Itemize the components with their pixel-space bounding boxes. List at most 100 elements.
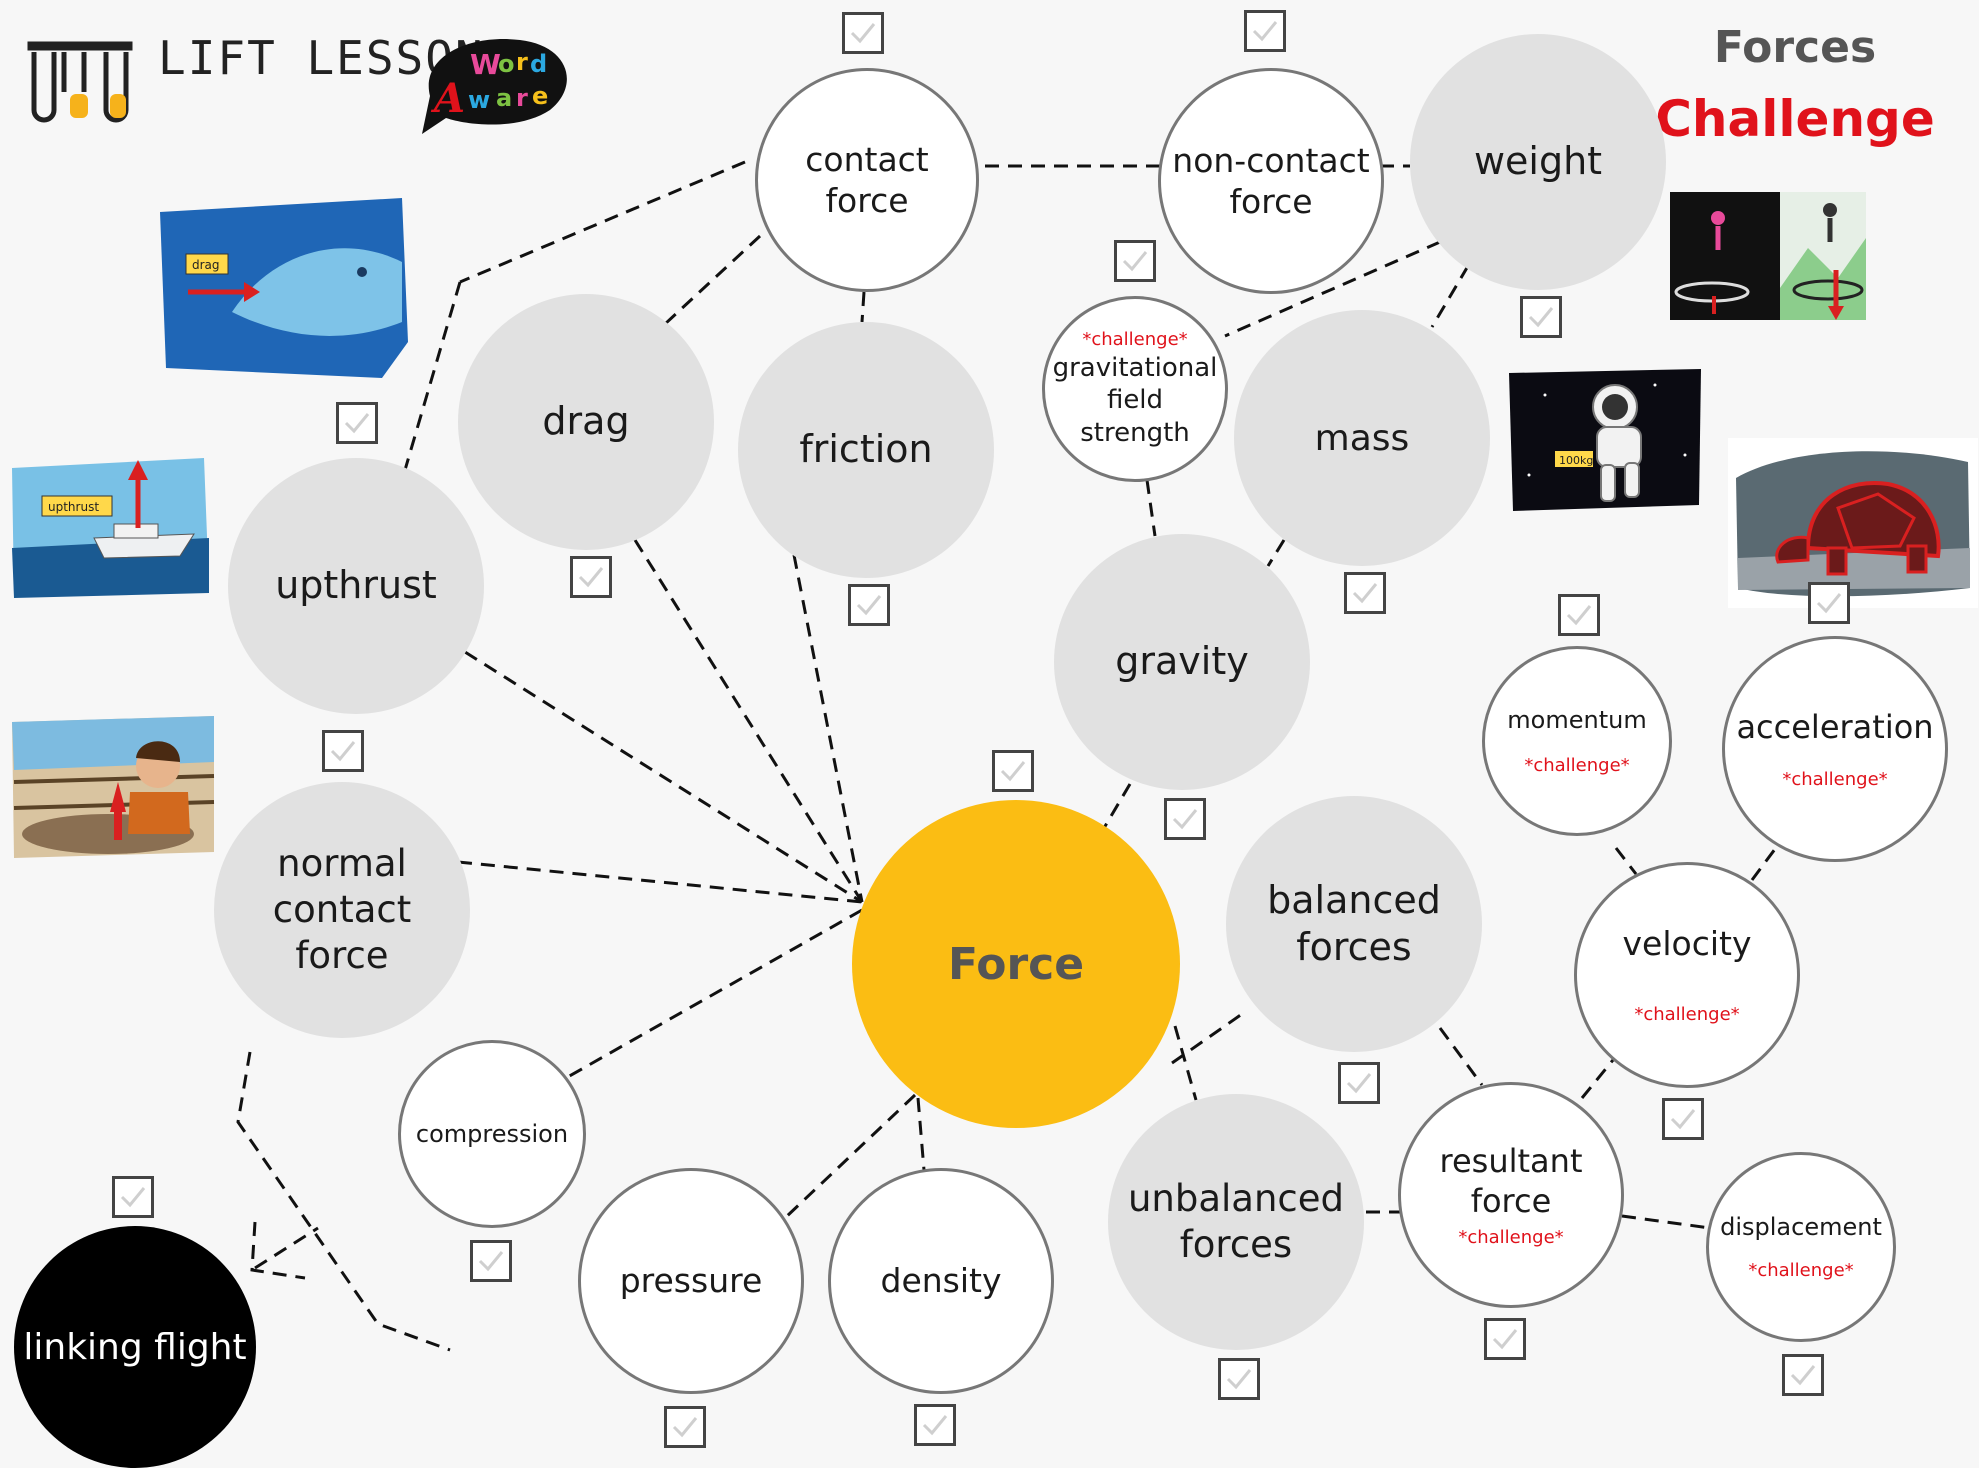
check-icon	[1492, 1329, 1518, 1350]
checkbox-upthrust[interactable]	[336, 402, 378, 444]
checkbox-non-contact-force[interactable]	[1244, 10, 1286, 52]
challenge-tag: *challenge*	[1748, 1259, 1854, 1281]
check-icon	[1226, 1369, 1252, 1390]
node-label: upthrust	[275, 563, 437, 608]
node-label: gravitational field strength	[1052, 352, 1218, 448]
node-acceleration[interactable]: acceleration *challenge*	[1722, 636, 1948, 862]
check-icon	[1252, 21, 1278, 42]
edge	[792, 554, 864, 903]
node-contact-force[interactable]: contact force	[755, 68, 979, 292]
node-label: compression	[415, 1120, 569, 1148]
node-balanced-forces[interactable]: balanced forces	[1226, 796, 1482, 1052]
checkbox-linking-flight[interactable]	[112, 1176, 154, 1218]
node-weight[interactable]: weight	[1410, 34, 1666, 290]
edge	[457, 860, 863, 904]
checkbox-drag[interactable]	[570, 556, 612, 598]
checkbox-balanced-forces[interactable]	[1338, 1062, 1380, 1104]
node-friction[interactable]: friction	[738, 322, 994, 578]
edge	[1438, 1027, 1484, 1086]
edge	[916, 1097, 926, 1171]
word-aware-logo-graphic: W o r d A w a r e	[422, 39, 567, 134]
node-resultant-force[interactable]: resultant force *challenge*	[1398, 1082, 1624, 1308]
checkbox-gravity[interactable]	[1164, 798, 1206, 840]
boat-upthrust-illustration: upthrust	[4, 388, 214, 622]
checkbox-velocity[interactable]	[1662, 1098, 1704, 1140]
check-icon	[1566, 605, 1592, 626]
edge	[1102, 783, 1132, 829]
node-upthrust[interactable]: upthrust	[228, 458, 484, 714]
edge	[236, 1051, 451, 1352]
node-normal-contact-force[interactable]: normal contact force	[214, 782, 470, 1038]
checkbox-force[interactable]	[992, 750, 1034, 792]
node-drag[interactable]: drag	[458, 294, 714, 550]
node-label: normal contact force	[272, 841, 412, 978]
checkbox-friction[interactable]	[848, 584, 890, 626]
node-gravitational-field-strength[interactable]: *challenge* gravitational field strength	[1042, 296, 1228, 482]
check-icon	[1000, 761, 1026, 782]
edge	[783, 1093, 917, 1220]
edge	[1171, 1012, 1243, 1065]
node-compression[interactable]: compression	[398, 1040, 586, 1228]
shark-drag-illustration: drag	[152, 192, 412, 386]
edge	[1580, 1059, 1615, 1099]
node-label: linking flight	[23, 1326, 247, 1368]
check-icon	[1816, 593, 1842, 614]
node-label: non-contact force	[1172, 140, 1370, 221]
checkbox-unbalanced-forces[interactable]	[1218, 1358, 1260, 1400]
node-gravity[interactable]: gravity	[1054, 534, 1310, 790]
check-icon	[850, 23, 876, 44]
edge	[1614, 847, 1638, 875]
checkbox-compression[interactable]	[470, 1240, 512, 1282]
node-pressure[interactable]: pressure	[578, 1168, 804, 1394]
checkbox-displacement[interactable]	[1782, 1354, 1824, 1396]
check-icon	[344, 413, 370, 434]
node-label: balanced forces	[1267, 877, 1441, 970]
page-subtitle: Challenge	[1655, 90, 1935, 148]
edge	[633, 539, 864, 903]
check-icon	[478, 1251, 504, 1272]
edge	[1750, 844, 1780, 881]
challenge-tag: *challenge*	[1458, 1226, 1564, 1248]
checkbox-density[interactable]	[914, 1404, 956, 1446]
node-linking-flight[interactable]: linking flight	[14, 1226, 256, 1468]
edge	[1430, 265, 1470, 328]
svg-text:A: A	[430, 75, 465, 122]
node-label: density	[880, 1261, 1002, 1301]
node-density[interactable]: density	[828, 1168, 1054, 1394]
node-force-center[interactable]: Force	[852, 800, 1180, 1128]
node-momentum[interactable]: momentum *challenge*	[1482, 646, 1672, 836]
checkbox-acceleration[interactable]	[1808, 582, 1850, 624]
node-label: displacement	[1720, 1212, 1882, 1241]
check-icon	[922, 1415, 948, 1436]
edge	[403, 281, 462, 471]
checkbox-pressure[interactable]	[664, 1406, 706, 1448]
checkbox-gravitational-field-strength[interactable]	[1114, 240, 1156, 282]
check-icon	[672, 1417, 698, 1438]
check-icon	[1528, 307, 1554, 328]
node-label: contact force	[805, 139, 929, 220]
checkbox-mass[interactable]	[1344, 572, 1386, 614]
node-mass[interactable]: mass	[1234, 310, 1490, 566]
checkbox-momentum[interactable]	[1558, 594, 1600, 636]
checkbox-normal-contact-force[interactable]	[322, 730, 364, 772]
node-velocity[interactable]: velocity *challenge*	[1574, 862, 1800, 1088]
check-icon	[1352, 583, 1378, 604]
astronaut-mass-illustration: 100kg	[1505, 365, 1705, 519]
checkbox-contact-force[interactable]	[842, 12, 884, 54]
node-label: weight	[1473, 139, 1603, 184]
node-label: friction	[799, 427, 933, 472]
node-non-contact-force[interactable]: non-contact force	[1158, 68, 1384, 294]
node-displacement[interactable]: displacement *challenge*	[1706, 1152, 1896, 1342]
check-icon	[1172, 809, 1198, 830]
tortoise-illustration	[1728, 438, 1978, 612]
checkbox-resultant-force[interactable]	[1484, 1318, 1526, 1360]
edge	[1173, 1025, 1198, 1101]
challenge-tag: *challenge*	[1524, 754, 1630, 776]
edge	[565, 908, 863, 1080]
node-label: Force	[947, 938, 1085, 990]
challenge-tag: *challenge*	[1082, 329, 1188, 350]
svg-text:d: d	[530, 50, 547, 78]
checkbox-weight[interactable]	[1520, 296, 1562, 338]
node-unbalanced-forces[interactable]: unbalanced forces	[1108, 1094, 1364, 1350]
